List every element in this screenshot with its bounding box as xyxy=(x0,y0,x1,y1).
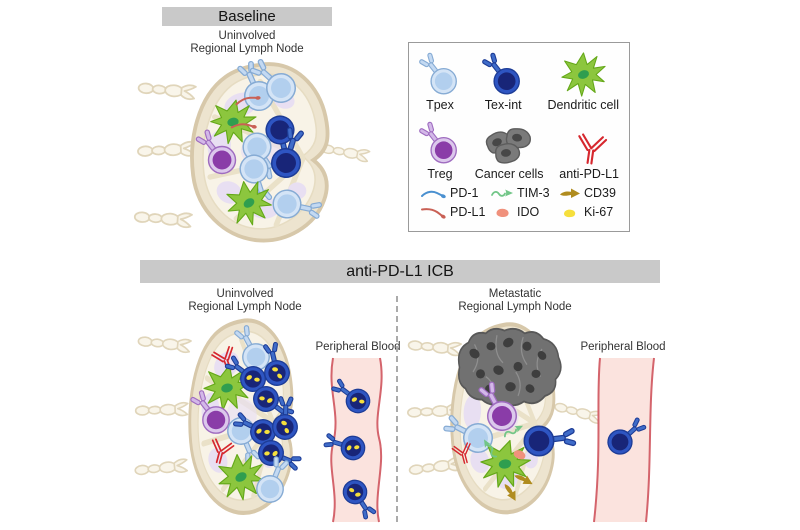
tim-3-marker-icon xyxy=(491,188,514,197)
legend-entry-cancer-cells: Cancer cells xyxy=(475,126,544,181)
baseline-node-label: Uninvolved Regional Lymph Node xyxy=(190,30,304,55)
peripheral-blood-label-right: Peripheral Blood xyxy=(580,341,666,353)
legend-cell-row-1: Tpex Tex-int Dendritic cell xyxy=(409,43,629,112)
cancer-cells-icon xyxy=(481,126,537,166)
ki-67-marker-icon xyxy=(564,209,576,217)
baseline-panel xyxy=(133,51,371,241)
icb-header: anti-PD-L1 ICB xyxy=(140,260,660,283)
baseline-header-label: Baseline xyxy=(218,8,276,25)
cd39-marker-icon xyxy=(560,188,580,198)
baseline-header: Baseline xyxy=(162,7,332,26)
pd-l1-marker-icon xyxy=(421,207,448,220)
legend-marker-row-2: PD-L1 IDO Ki-67 xyxy=(409,200,629,220)
legend-box: Tpex Tex-int Dendritic cell Treg Cancer … xyxy=(408,42,630,232)
tex-int-cell-icon xyxy=(480,51,521,95)
legend-marker-ido: IDO xyxy=(491,205,559,219)
legend-entry-anti-pd-l1: anti-PD-L1 xyxy=(559,130,619,181)
pd-1-marker-icon xyxy=(421,190,448,200)
dendritic-cell-icon xyxy=(561,52,606,97)
tpex-cell-icon xyxy=(417,51,457,95)
icb-right-node-label: Metastatic Regional Lymph Node xyxy=(458,288,572,313)
ido-marker-icon xyxy=(496,208,509,217)
legend-entry-dendritic-cell: Dendritic cell xyxy=(547,52,619,112)
legend-marker-pd-1: PD-1 xyxy=(421,186,491,200)
legend-marker-tim-3: TIM-3 xyxy=(491,186,559,200)
icb-left-node-label: Uninvolved Regional Lymph Node xyxy=(188,288,302,313)
icb-metastatic-panel xyxy=(406,324,655,523)
legend-marker-ki-67: Ki-67 xyxy=(559,205,621,219)
legend-marker-cd39: CD39 xyxy=(559,186,621,200)
peripheral-blood-vessel-left xyxy=(318,357,383,523)
legend-cell-row-2: Treg Cancer cells anti-PD-L1 xyxy=(409,112,629,181)
treg-cell-icon xyxy=(417,120,457,164)
legend-marker-pd-l1: PD-L1 xyxy=(421,205,491,220)
legend-marker-row-1: PD-1 TIM-3 CD39 xyxy=(409,181,629,200)
icb-header-label: anti-PD-L1 ICB xyxy=(346,263,454,280)
peripheral-blood-vessel-right xyxy=(593,357,655,523)
legend-entry-treg: Treg xyxy=(417,120,459,181)
tumor-mass xyxy=(457,327,562,407)
icb-uninvolved-panel xyxy=(133,320,383,523)
anti-pd-l1-antibody-icon xyxy=(574,132,608,167)
legend-entry-tpex: Tpex xyxy=(417,51,459,112)
legend-entry-tex-int: Tex-int xyxy=(480,51,522,112)
peripheral-blood-label-left: Peripheral Blood xyxy=(315,341,401,353)
panel-divider xyxy=(396,296,398,522)
